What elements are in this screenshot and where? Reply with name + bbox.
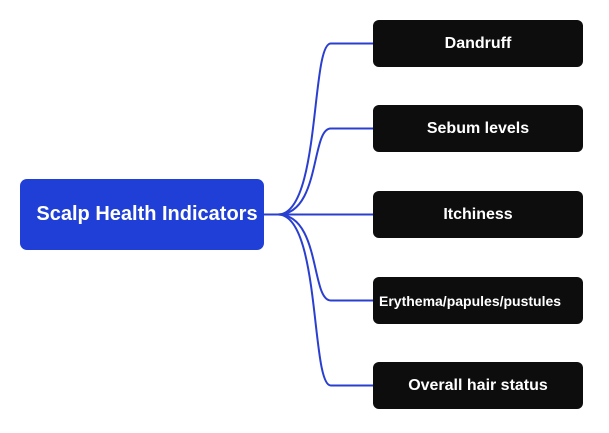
child-node-label: Overall hair status bbox=[408, 376, 548, 394]
child-node-itchiness: Itchiness bbox=[373, 191, 583, 238]
child-node-label: Itchiness bbox=[443, 205, 513, 223]
child-node-dandruff: Dandruff bbox=[373, 20, 583, 67]
connector-line-1 bbox=[277, 127, 373, 216]
child-node-overall-hair-status: Overall hair status bbox=[373, 362, 583, 409]
connector-line-4 bbox=[277, 213, 373, 387]
root-node: Scalp Health Indicators bbox=[20, 179, 264, 250]
child-node-erythema-papules-pustules: Erythema/papules/pustules bbox=[373, 277, 583, 324]
child-node-label: Erythema/papules/pustules bbox=[379, 292, 562, 309]
connector-line-0 bbox=[277, 42, 373, 216]
child-node-label: Sebum levels bbox=[426, 119, 530, 137]
child-node-sebum-levels: Sebum levels bbox=[373, 105, 583, 152]
root-node-label: Scalp Health Indicators bbox=[36, 203, 258, 225]
child-node-label: Dandruff bbox=[444, 34, 512, 52]
connector-line-3 bbox=[277, 213, 373, 302]
